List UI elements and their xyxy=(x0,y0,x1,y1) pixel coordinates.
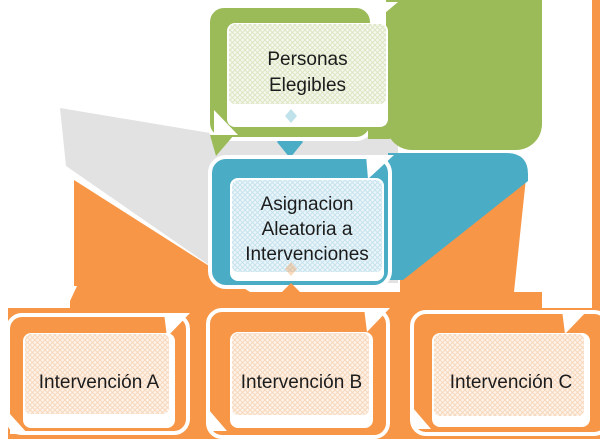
intervencion-b-pattern-fill xyxy=(232,333,369,415)
green-corner-notch xyxy=(214,110,238,135)
blue-blob-shape xyxy=(388,153,528,280)
orange-left-wedge xyxy=(74,180,250,292)
asignacion-pattern-fill xyxy=(232,180,382,272)
box-c-bottom-left-notch xyxy=(413,408,431,429)
tail-notch xyxy=(62,286,77,301)
intervencion-c-pattern-fill xyxy=(434,334,584,416)
orange-right-bar xyxy=(592,0,600,312)
box-c-top-right-notch xyxy=(562,310,588,334)
connector-diamond-bottom xyxy=(277,283,305,312)
blue-top-right-notch xyxy=(366,155,394,179)
green-blob-shape xyxy=(386,0,542,150)
green-corner-tab xyxy=(210,135,234,156)
box-b-top-right-notch xyxy=(364,308,390,332)
green-bridge xyxy=(368,125,390,139)
personas-pattern-fill xyxy=(229,24,386,104)
orange-tail-connector-a xyxy=(70,288,95,313)
intervencion-a-pattern-fill xyxy=(25,334,169,414)
orange-band-shape xyxy=(70,292,542,308)
faded-diamond-top xyxy=(285,109,297,123)
box-a-bottom-left-notch xyxy=(10,414,28,434)
green-top-right-notch xyxy=(370,2,398,24)
faded-diamond-bottom xyxy=(285,262,297,276)
box-a-top-right-notch xyxy=(164,313,190,337)
box-b-bottom-left-notch xyxy=(209,410,227,431)
